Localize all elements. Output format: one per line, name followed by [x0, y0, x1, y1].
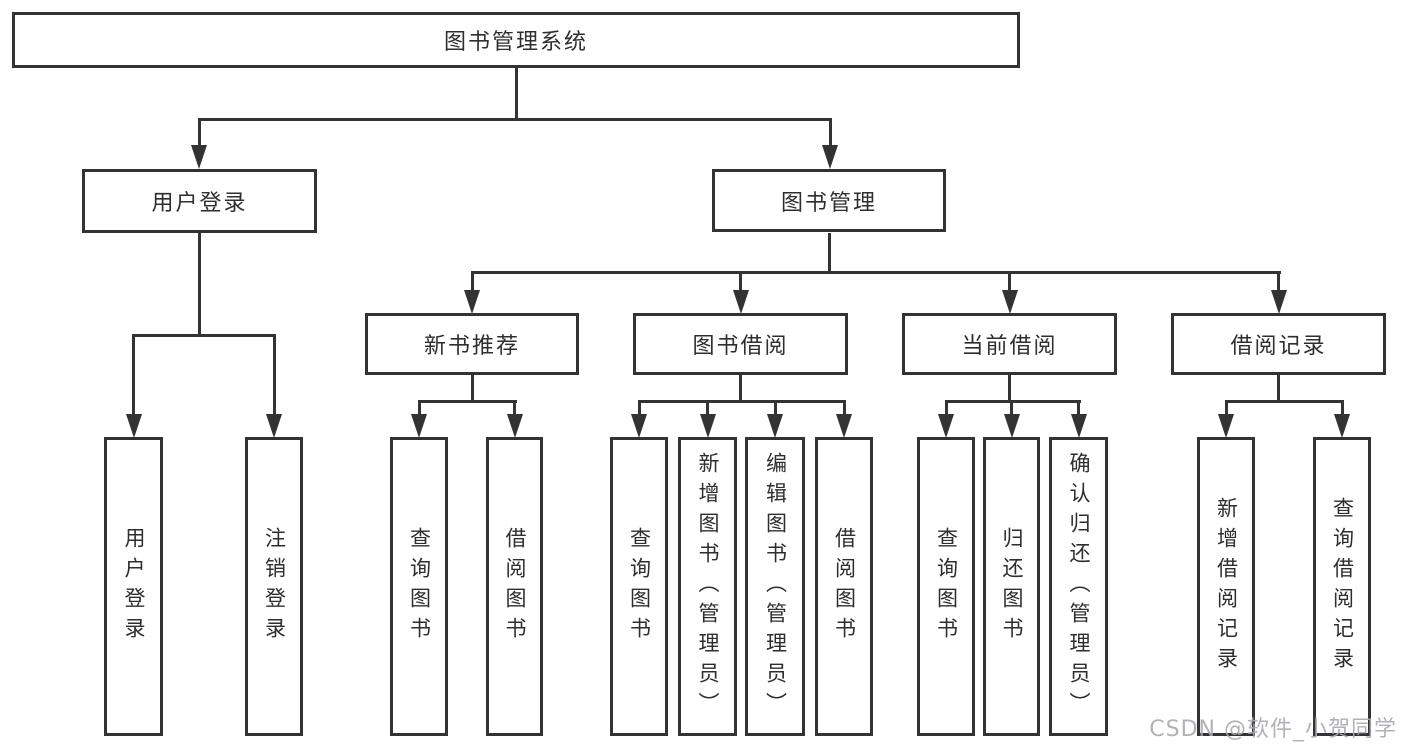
- leaf-logout: 注销登录: [245, 437, 303, 736]
- connector-line: [470, 271, 474, 290]
- arrowhead-icon: [836, 414, 852, 438]
- node-book-borrow-label: 图书借阅: [692, 334, 789, 359]
- connector-line: [637, 400, 641, 414]
- node-book-management: 图书管理: [712, 169, 946, 232]
- leaf-add-borrow-record: 新增借阅记录: [1197, 437, 1255, 736]
- connector-line: [417, 400, 517, 403]
- arrowhead-icon: [1334, 414, 1350, 438]
- connector-line: [1008, 271, 1011, 290]
- connector-line: [1224, 400, 1344, 403]
- connector-line: [739, 375, 742, 402]
- leaf-label: 借阅图书: [832, 526, 857, 647]
- connector-line: [1010, 400, 1013, 414]
- connector-line: [1008, 375, 1011, 402]
- node-current-borrow-label: 当前借阅: [961, 334, 1058, 359]
- node-user-login: 用户登录: [82, 169, 317, 233]
- connector-line: [1340, 400, 1344, 414]
- leaf-add-books-admin: 新增图书（管理员）: [678, 437, 737, 736]
- arrowhead-icon: [699, 414, 716, 438]
- node-borrow-records: 借阅记录: [1171, 313, 1386, 375]
- connector-line: [739, 271, 742, 290]
- arrowhead-icon: [631, 414, 647, 438]
- connector-line: [132, 334, 135, 414]
- leaf-label: 查询图书: [627, 526, 652, 647]
- node-root-label: 图书管理系统: [443, 30, 588, 55]
- leaf-query-books: 查询图书: [390, 437, 448, 736]
- arrowhead-icon: [1070, 414, 1087, 438]
- node-root: 图书管理系统: [12, 12, 1020, 68]
- arrowhead-icon: [464, 290, 480, 314]
- connector-line: [637, 400, 846, 403]
- connector-line: [513, 400, 516, 414]
- connector-line: [944, 400, 948, 414]
- leaf-label: 新增借阅记录: [1214, 496, 1239, 677]
- node-user-login-label: 用户登录: [151, 191, 248, 216]
- arrowhead-icon: [1001, 290, 1018, 314]
- node-new-book-recommend-label: 新书推荐: [423, 334, 520, 359]
- connector-line: [470, 375, 474, 402]
- connector-line: [515, 68, 518, 121]
- leaf-label: 归还图书: [1000, 526, 1024, 647]
- leaf-label: 查询图书: [407, 526, 432, 647]
- leaf-label: 用户登录: [122, 526, 146, 647]
- connector-line: [197, 233, 201, 336]
- arrowhead-icon: [506, 414, 523, 438]
- connector-line: [417, 400, 421, 414]
- connector-line: [132, 334, 276, 337]
- connector-line: [470, 271, 1281, 274]
- arrowhead-icon: [732, 290, 749, 314]
- leaf-label: 新增图书（管理员）: [696, 451, 720, 722]
- leaf-confirm-return-admin: 确认归还（管理员）: [1049, 437, 1108, 736]
- connector-line: [197, 118, 832, 121]
- leaf-label: 确认归还（管理员）: [1067, 451, 1091, 722]
- arrowhead-icon: [1270, 290, 1287, 314]
- arrowhead-icon: [767, 414, 783, 438]
- leaf-label: 查询借阅记录: [1330, 496, 1355, 677]
- watermark: CSDN @软件_小贺同学: [1149, 717, 1397, 742]
- leaf-label: 编辑图书（管理员）: [763, 451, 788, 722]
- connector-line: [1277, 271, 1280, 290]
- connector-line: [773, 400, 777, 414]
- leaf-user-login: 用户登录: [104, 437, 163, 736]
- arrowhead-icon: [1003, 414, 1020, 438]
- leaf-label: 注销登录: [262, 526, 287, 647]
- leaf-label: 查询图书: [934, 526, 959, 647]
- leaf-query-books: 查询图书: [917, 437, 975, 736]
- connector-line: [828, 118, 832, 145]
- leaf-query-borrow-record: 查询借阅记录: [1313, 437, 1371, 736]
- node-book-management-label: 图书管理: [780, 190, 877, 216]
- connector-line: [706, 400, 709, 414]
- node-book-borrow: 图书借阅: [633, 313, 848, 375]
- connector-line: [1277, 375, 1280, 402]
- arrowhead-icon: [266, 414, 282, 438]
- leaf-borrow-books: 借阅图书: [486, 437, 543, 736]
- node-new-book-recommend: 新书推荐: [365, 313, 579, 375]
- connector-line: [842, 400, 846, 414]
- leaf-return-books: 归还图书: [983, 437, 1040, 736]
- leaf-edit-books-admin: 编辑图书（管理员）: [745, 437, 805, 736]
- connector-line: [272, 334, 276, 414]
- leaf-query-books: 查询图书: [610, 437, 668, 736]
- connector-line: [197, 118, 201, 145]
- connector-line: [1077, 400, 1080, 414]
- arrowhead-icon: [1218, 414, 1234, 438]
- arrowhead-icon: [125, 414, 142, 438]
- arrowhead-icon: [938, 414, 954, 438]
- connector-line: [1224, 400, 1228, 414]
- leaf-borrow-books: 借阅图书: [815, 437, 873, 736]
- connector-line: [827, 233, 831, 273]
- arrowhead-icon: [822, 145, 838, 169]
- node-borrow-records-label: 借阅记录: [1230, 334, 1327, 359]
- arrowhead-icon: [191, 145, 207, 169]
- leaf-label: 借阅图书: [503, 526, 527, 647]
- node-current-borrow: 当前借阅: [902, 313, 1117, 375]
- arrowhead-icon: [411, 414, 427, 438]
